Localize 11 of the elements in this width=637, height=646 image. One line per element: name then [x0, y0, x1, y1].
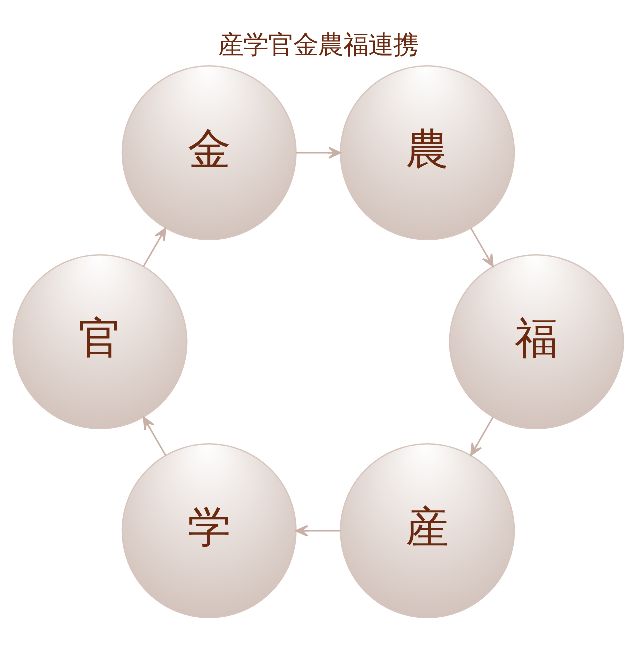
- arrow: [470, 416, 494, 456]
- node-circle: 農: [340, 66, 516, 241]
- arrow: [143, 416, 167, 456]
- arrow: [296, 147, 342, 159]
- node-circle: 学: [122, 444, 297, 619]
- node-circle: 福: [449, 254, 624, 430]
- arrow: [470, 228, 494, 268]
- arrow: [143, 228, 166, 268]
- diagram-title: 産学官金農福連携: [218, 29, 418, 60]
- node-circle: 産: [340, 444, 516, 619]
- arrow: [296, 525, 341, 537]
